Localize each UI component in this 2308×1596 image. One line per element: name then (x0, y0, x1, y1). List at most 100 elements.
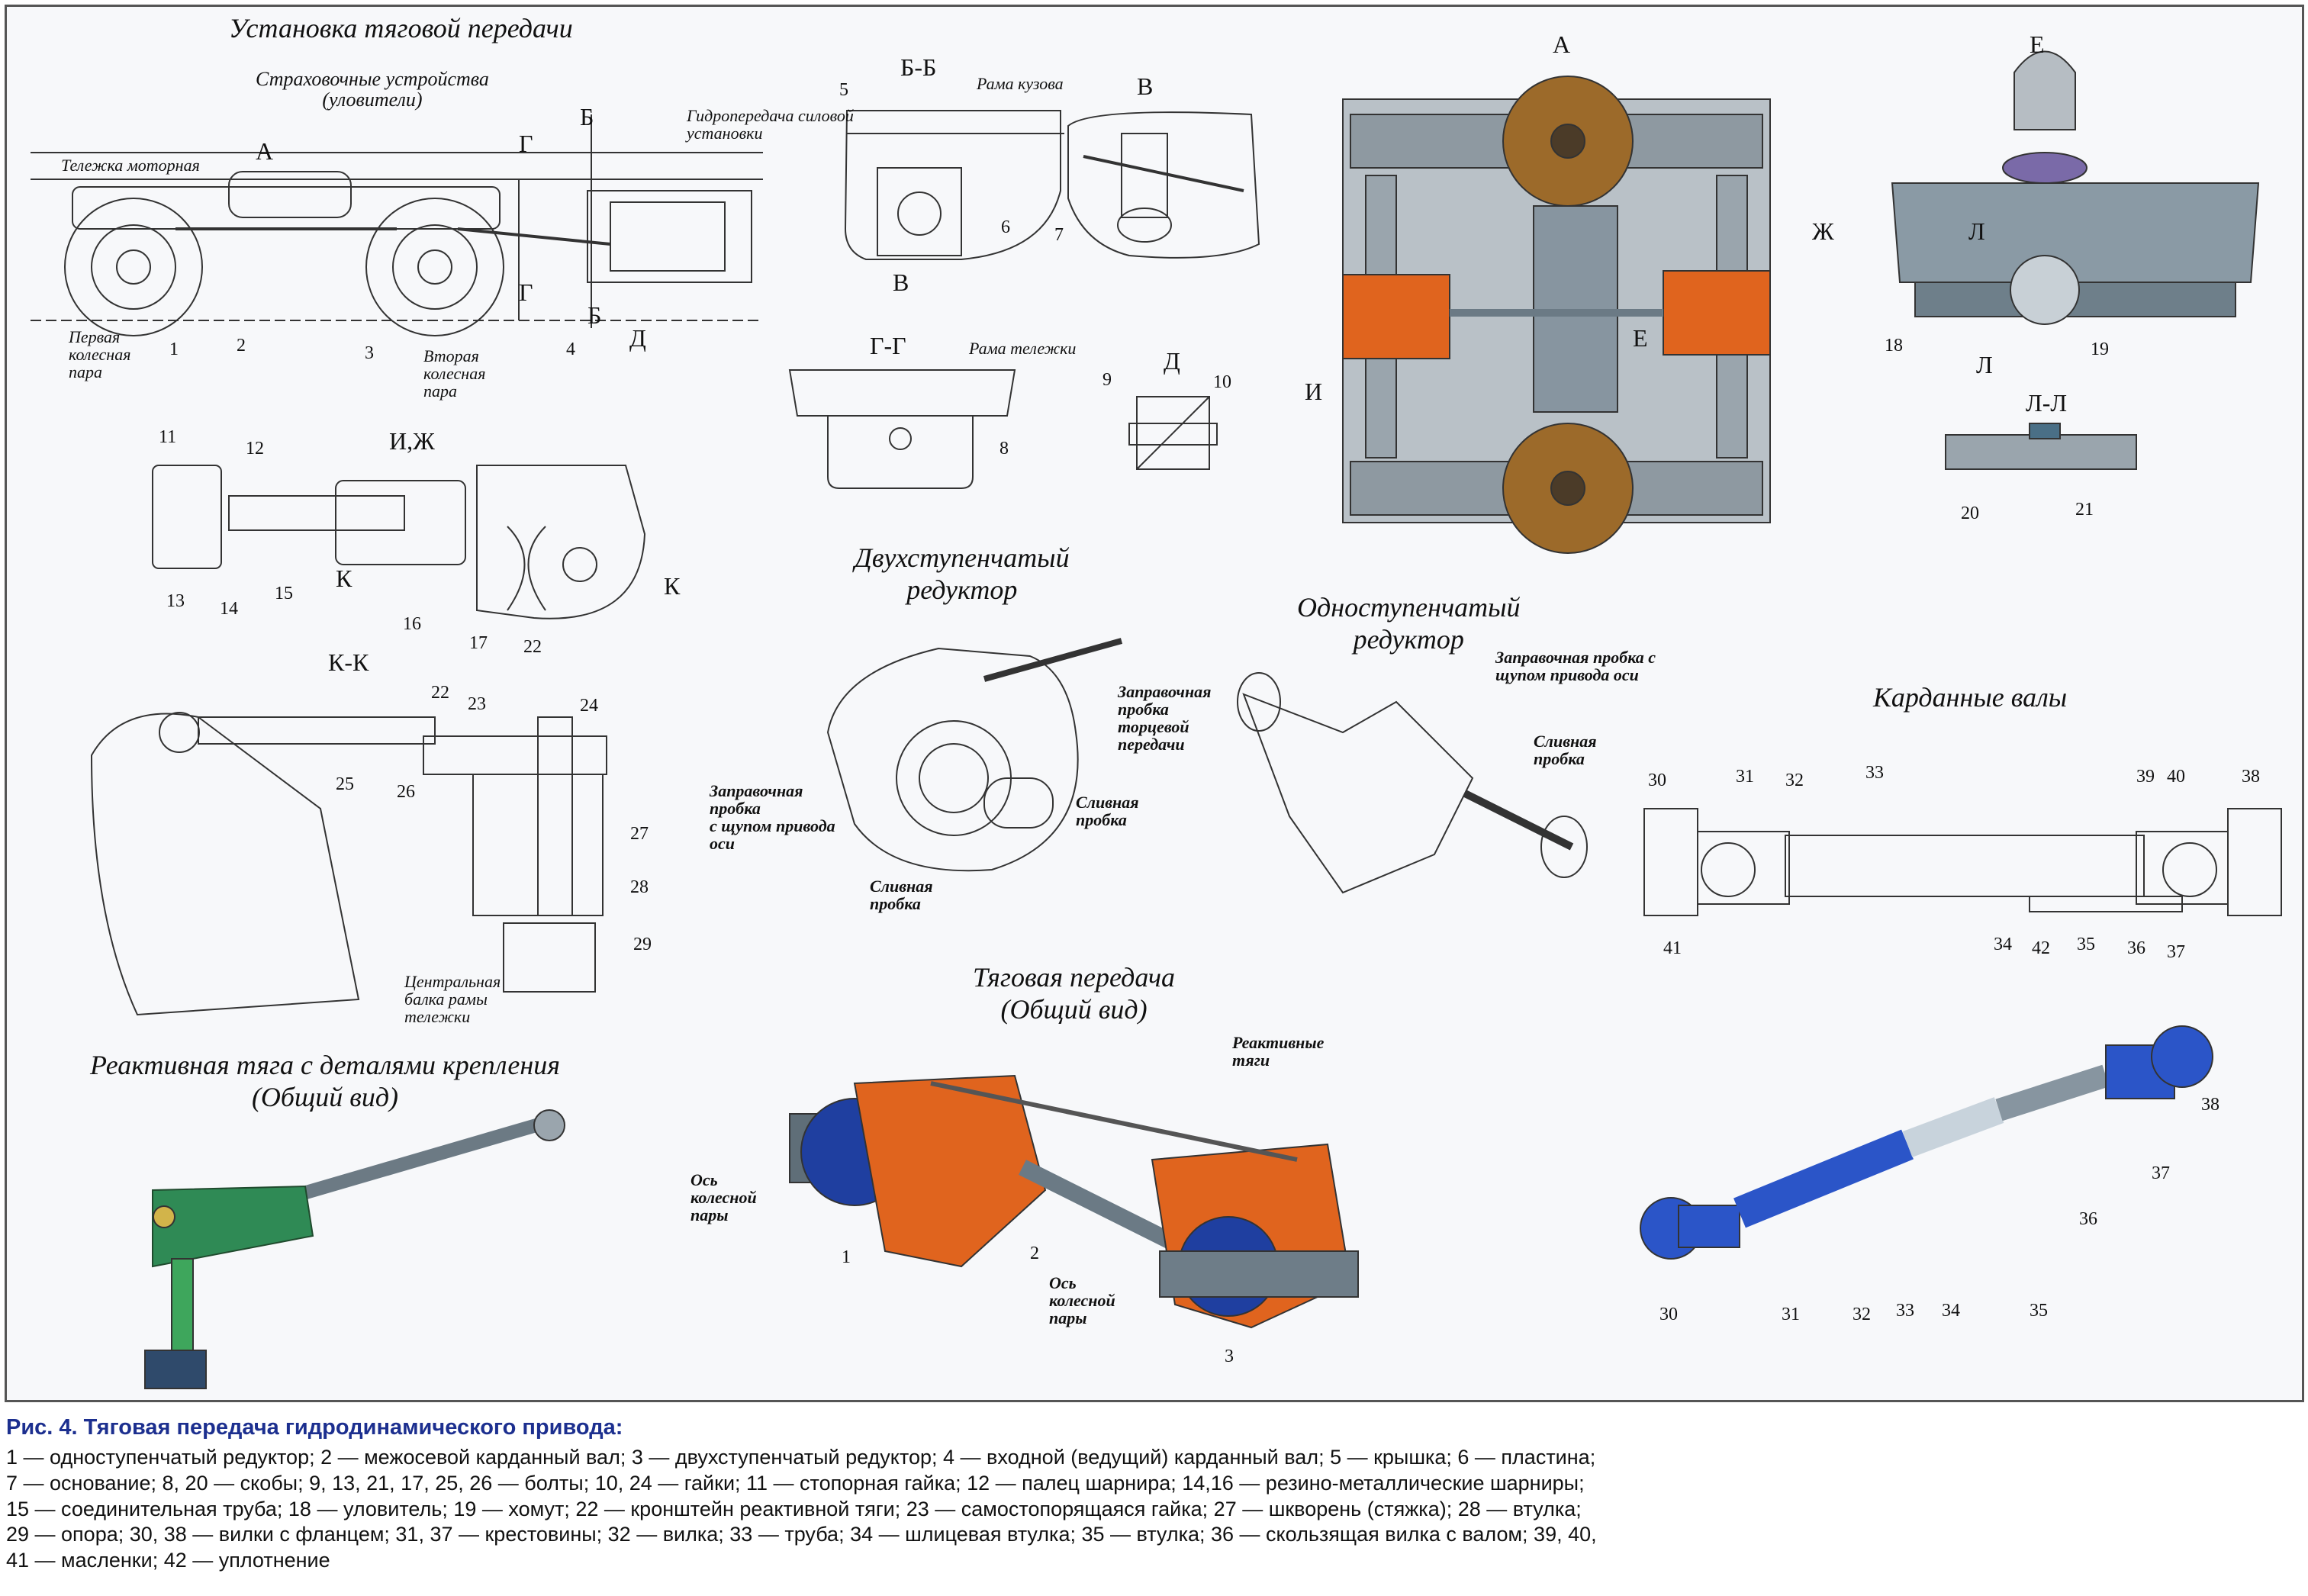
part-number: 10 (1213, 372, 1231, 392)
label-telezhka: Тележка моторная (61, 156, 200, 175)
section-v-drawing (1067, 111, 1260, 259)
part-number: 1 (169, 339, 179, 359)
part-number: 16 (403, 614, 421, 634)
label-sliv2: Сливная пробка (870, 877, 933, 914)
section-b1: Б (580, 103, 594, 130)
part-number: 11 (159, 427, 177, 447)
caption-heading: Рис. 4. Тяговая передача гидродинамическ… (6, 1415, 623, 1440)
traction-transmission-3d (789, 1074, 1359, 1329)
section-ll: Л-Л (2026, 389, 2068, 417)
part-number: 34 (1942, 1301, 1960, 1321)
label-sliv3: Сливная пробка (1534, 732, 1597, 769)
label-rama-telezhki: Рама тележки (969, 339, 1077, 358)
section-l1: Л (1968, 217, 1985, 245)
part-number: 31 (1736, 767, 1754, 787)
label-vtoraya: Вторая колесная пара (423, 346, 486, 401)
part-number: 7 (1054, 225, 1064, 245)
section-bb-drawing (844, 110, 1064, 260)
section-ij-drawing (152, 465, 646, 619)
part-number: 22 (523, 637, 542, 657)
part-number: 21 (2075, 500, 2094, 520)
section-d-drawing (1128, 396, 1218, 470)
part-number: 38 (2201, 1095, 2219, 1115)
part-number: 8 (999, 439, 1009, 459)
part-number: 2 (1030, 1244, 1039, 1263)
part-number: 9 (1102, 370, 1112, 390)
section-a2: А (256, 137, 274, 165)
section-v2: В (893, 269, 909, 296)
part-number: 37 (2152, 1163, 2170, 1183)
part-number: 19 (2091, 339, 2109, 359)
part-number: 23 (468, 694, 486, 714)
part-number: 38 (2242, 767, 2260, 787)
part-number: 22 (431, 683, 449, 703)
part-number: 28 (630, 877, 649, 897)
section-b2: Б (587, 301, 602, 329)
title-strah: Страховочные устройства (уловители) (256, 68, 489, 111)
section-e: Е (2030, 31, 2045, 58)
section-d2: Д (629, 324, 646, 352)
part-number: 25 (336, 774, 354, 794)
label-rama-kuzova: Рама кузова (977, 74, 1064, 93)
part-number: 18 (1885, 336, 1903, 356)
part-number: 36 (2127, 938, 2145, 958)
part-number: 35 (2077, 935, 2095, 954)
label-zapr1: Заправочная пробка торцевой передачи (1118, 682, 1212, 755)
label-reakt-tyagi: Реактивные тяги (1232, 1033, 1325, 1070)
part-number: 30 (1648, 771, 1666, 790)
part-number: 1 (842, 1247, 851, 1267)
part-number: 30 (1659, 1305, 1678, 1324)
part-number: 39 (2136, 767, 2155, 787)
part-number: 15 (275, 584, 293, 603)
section-gg: Г-Г (870, 332, 906, 359)
cardan-shaft-section-drawing (1643, 808, 2282, 916)
reactive-rod-drawing (144, 1109, 565, 1389)
section-d: Д (1164, 347, 1180, 375)
part-number: 3 (1225, 1347, 1234, 1366)
part-number: 24 (580, 696, 598, 716)
one-stage-reducer-drawing (1237, 672, 1588, 894)
title-kardan: Карданные валы (1873, 682, 2068, 713)
two-stage-reducer-drawing (826, 638, 1123, 872)
section-l2: Л (1976, 351, 1993, 378)
label-zapr3: Заправочная пробка с щупом привода оси (1495, 648, 1656, 685)
section-gg-drawing (788, 369, 1016, 489)
section-v: В (1137, 72, 1154, 100)
part-number: 37 (2167, 942, 2185, 962)
catcher-strap-view (1891, 50, 2260, 470)
part-number: 36 (2079, 1209, 2097, 1229)
section-g1: Г (519, 130, 533, 157)
part-number: 32 (1853, 1305, 1871, 1324)
section-i: И (1305, 378, 1323, 405)
title-ustanovka: Установка тяговой передачи (229, 13, 573, 43)
part-number: 14 (220, 599, 238, 619)
section-ij: И,Ж (389, 427, 435, 455)
part-number: 31 (1782, 1305, 1800, 1324)
part-number: 12 (246, 439, 264, 459)
figure-caption: Рис. 4. Тяговая передача гидродинамическ… (6, 1415, 1608, 1574)
label-os1: Ось колесной пары (690, 1170, 757, 1225)
part-number: 13 (166, 591, 185, 611)
section-k2: К (664, 572, 681, 600)
part-number: 3 (365, 343, 374, 363)
label-zapr2: Заправочная пробка с щупом привода оси (710, 781, 835, 854)
title-tyag: Тяговая передача (Общий вид) (973, 962, 1176, 1025)
part-number: 20 (1961, 504, 1979, 523)
title-reakt: Реактивная тяга с деталями крепления (Об… (90, 1050, 560, 1112)
part-number: 34 (1994, 935, 2012, 954)
caption-text: 1 — одноступенчатый редуктор; 2 — межосе… (6, 1446, 1597, 1572)
cardan-shafts-3d (1640, 1025, 2213, 1260)
section-g2: Г (519, 278, 533, 306)
label-os2: Ось колесной пары (1049, 1273, 1115, 1328)
section-e2: Е (1633, 324, 1648, 352)
part-number: 33 (1865, 763, 1884, 783)
part-number: 32 (1785, 771, 1804, 790)
title-dvuh: Двухступенчатый редуктор (855, 542, 1070, 605)
label-pervaya: Первая колесная пара (69, 327, 131, 382)
label-sliv1: Сливная пробка (1076, 793, 1139, 830)
part-number: 29 (633, 935, 652, 954)
title-odno: Одноступенчатый редуктор (1297, 592, 1521, 655)
section-a: А (1553, 31, 1571, 58)
part-number: 35 (2030, 1301, 2048, 1321)
